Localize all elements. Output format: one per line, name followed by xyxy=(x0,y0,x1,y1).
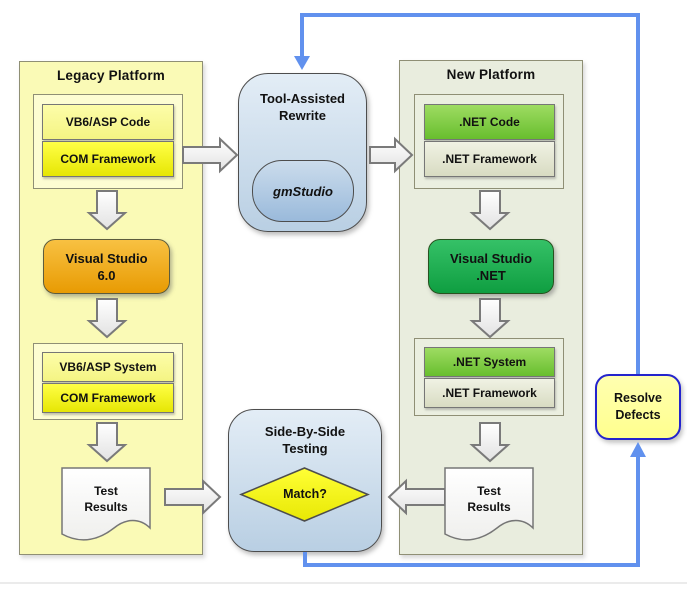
test-results-right-line2: Results xyxy=(467,500,511,514)
side-by-side-testing-box: Side-By-Side Testing xyxy=(228,409,382,552)
gmstudio-badge: gmStudio xyxy=(252,160,354,222)
rewrite-title-line1: Tool-Assisted xyxy=(260,91,345,106)
com-framework-box-top: COM Framework xyxy=(42,141,174,177)
match-decision-label: Match? xyxy=(245,487,365,501)
gmstudio-label: gmStudio xyxy=(273,183,333,199)
testing-title-line2: Testing xyxy=(282,441,328,456)
visual-studio-net-label-line2: .NET xyxy=(476,267,506,283)
new-platform-title: New Platform xyxy=(446,67,536,82)
vb6-asp-system-box: VB6/ASP System xyxy=(42,352,174,382)
net-framework-label-bottom: .NET Framework xyxy=(442,386,537,400)
net-framework-label-top: .NET Framework xyxy=(442,152,537,166)
net-framework-box-bottom: .NET Framework xyxy=(424,378,555,408)
feedback-arrowhead-down-icon xyxy=(294,56,310,70)
test-results-left-line1: Test xyxy=(94,484,118,498)
vb6-asp-code-label: VB6/ASP Code xyxy=(65,115,151,129)
net-framework-box-top: .NET Framework xyxy=(424,141,555,177)
test-results-label-right: Test Results xyxy=(445,483,533,515)
com-framework-label-top: COM Framework xyxy=(60,152,156,166)
resolve-defects-box: Resolve Defects xyxy=(595,374,681,440)
legacy-platform-title: Legacy Platform xyxy=(56,68,166,83)
visual-studio-6-label-line2: 6.0 xyxy=(97,267,116,283)
match-label-text: Match? xyxy=(283,487,327,501)
resolve-defects-line2: Defects xyxy=(615,408,661,422)
feedback-arrowhead-up-icon xyxy=(630,442,646,457)
visual-studio-6-label-line1: Visual Studio xyxy=(65,250,148,266)
test-results-label-left: Test Results xyxy=(62,483,150,515)
net-code-box: .NET Code xyxy=(424,104,555,140)
vb6-asp-system-label: VB6/ASP System xyxy=(59,360,157,374)
resolve-defects-line1: Resolve xyxy=(614,391,662,405)
visual-studio-net-box: Visual Studio .NET xyxy=(428,239,554,294)
com-framework-label-bottom: COM Framework xyxy=(60,391,156,405)
test-results-left-line2: Results xyxy=(84,500,128,514)
vb6-asp-code-box: VB6/ASP Code xyxy=(42,104,174,140)
net-system-label: .NET System xyxy=(452,355,527,369)
rewrite-title-line2: Rewrite xyxy=(279,108,326,123)
test-results-right-line1: Test xyxy=(477,484,501,498)
net-system-box: .NET System xyxy=(424,347,555,377)
visual-studio-net-label-line1: Visual Studio xyxy=(449,250,533,266)
com-framework-box-bottom: COM Framework xyxy=(42,383,174,413)
testing-title-line1: Side-By-Side xyxy=(264,424,346,439)
visual-studio-6-box: Visual Studio 6.0 xyxy=(43,239,170,294)
net-code-label: .NET Code xyxy=(459,115,520,129)
bottom-separator xyxy=(0,582,687,584)
tool-assisted-rewrite-title: Tool-Assisted Rewrite xyxy=(239,90,366,124)
side-by-side-testing-title: Side-By-Side Testing xyxy=(229,423,381,457)
